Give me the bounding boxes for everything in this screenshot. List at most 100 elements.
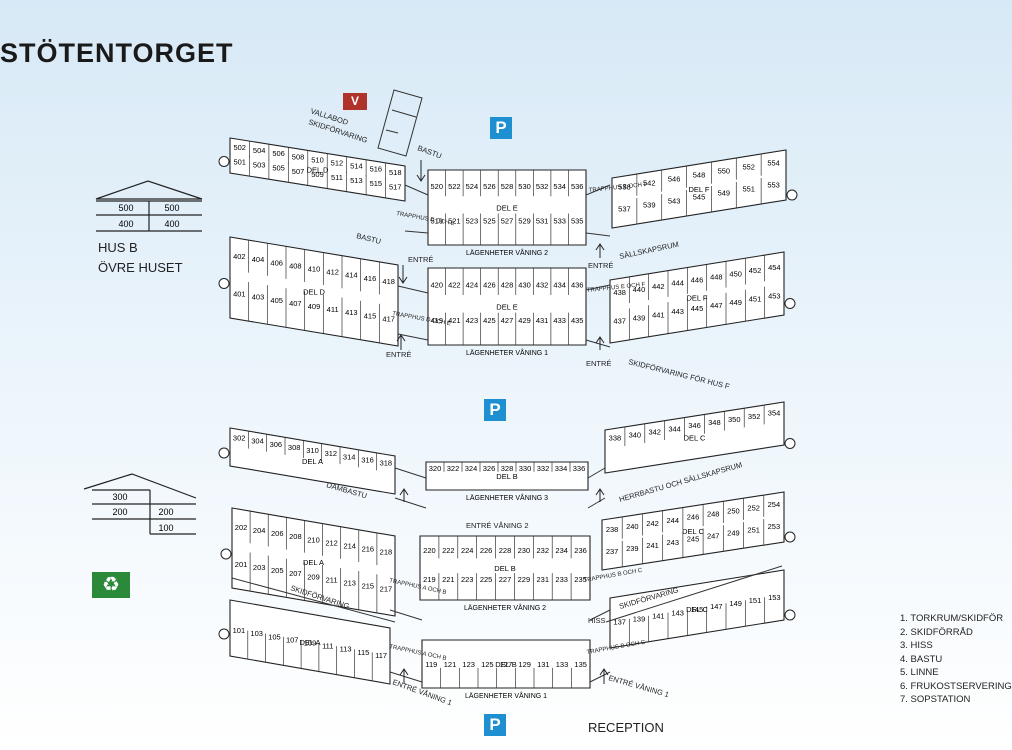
- unit-number: 153: [768, 593, 781, 602]
- unit-number: 530: [518, 182, 531, 191]
- unit-number: 241: [646, 541, 659, 550]
- unit-number: 509: [311, 170, 324, 179]
- parking-icon-middle: P: [484, 399, 506, 421]
- unit-number: 151: [749, 596, 762, 605]
- unit-number: 230: [518, 546, 531, 555]
- unit-number: 536: [571, 182, 584, 191]
- unit-number: 506: [272, 149, 285, 158]
- unit-number: 401: [233, 290, 246, 299]
- ski-rack-icon: [377, 89, 423, 157]
- legend-item: 6. FRUKOSTSERVERING: [900, 680, 1012, 692]
- unit-number: 438: [613, 288, 626, 297]
- hus-a-floor: 200: [112, 507, 127, 517]
- unit-number: 232: [537, 546, 550, 555]
- unit-number: 553: [767, 181, 780, 190]
- unit-number: 242: [646, 519, 659, 528]
- stair-circle: [220, 548, 232, 560]
- unit-number: 219: [423, 575, 436, 584]
- unit-number: 514: [350, 162, 363, 171]
- unit-number: 532: [536, 182, 549, 191]
- unit-number: 511: [331, 173, 343, 182]
- unit-number: 127: [500, 660, 513, 669]
- building-outline: [421, 639, 591, 689]
- unit-number: 143: [671, 608, 684, 617]
- entre-label: ENTRÉ: [588, 261, 613, 270]
- entre-label: ENTRÉ: [386, 350, 411, 359]
- unit-number: 227: [499, 575, 512, 584]
- unit-number: 507: [292, 167, 305, 176]
- unit-number: 550: [718, 167, 731, 176]
- unit-number: 201: [235, 560, 248, 569]
- unit-number: 233: [555, 575, 568, 584]
- unit-number: 224: [461, 546, 474, 555]
- recycle-icon: ♻: [92, 572, 130, 598]
- unit-number: 121: [444, 660, 457, 669]
- hus-b-sublabel: ÖVRE HUSET: [98, 260, 183, 275]
- floor-caption: LÄGENHETER VÅNING 2: [466, 248, 548, 257]
- unit-number: 330: [519, 464, 532, 473]
- unit-number: 322: [447, 464, 460, 473]
- unit-number: 517: [389, 182, 402, 191]
- unit-number: 348: [708, 418, 721, 427]
- sallskap-label: SÄLLSKAPSRUM: [619, 240, 680, 261]
- hiss-label: HISS: [588, 616, 606, 625]
- hus-a-floor: 200: [158, 507, 173, 517]
- unit-number: 423: [466, 316, 479, 325]
- unit-number: 239: [626, 544, 639, 553]
- unit-number: 332: [537, 464, 550, 473]
- building-name: DEL A: [300, 638, 321, 647]
- unit-number: 304: [251, 437, 264, 446]
- legend-item: 5. LINNE: [900, 667, 939, 678]
- unit-number: 249: [727, 528, 740, 537]
- unit-number: 229: [518, 575, 531, 584]
- unit-number: 524: [466, 182, 479, 191]
- unit-number: 504: [253, 146, 266, 155]
- unit-number: 543: [668, 197, 681, 206]
- unit-number: 520: [431, 182, 444, 191]
- unit-number: 542: [643, 179, 656, 188]
- hus-b-floor: 400: [118, 219, 133, 229]
- unit-number: 422: [448, 281, 461, 290]
- unit-number: 432: [536, 281, 549, 290]
- unit-number: 107: [286, 635, 299, 644]
- unit-number: 416: [364, 274, 377, 283]
- unit-number: 316: [361, 455, 374, 464]
- building-name: DEL C: [682, 527, 704, 536]
- unit-number: 521: [448, 217, 461, 226]
- unit-number: 336: [573, 464, 586, 473]
- unit-number: 551: [742, 185, 755, 194]
- building-name: DEL C: [686, 605, 708, 614]
- building-name: DEL B: [494, 564, 515, 573]
- unit-number: 308: [288, 443, 301, 452]
- page-title: STÖTENTORGET: [0, 38, 234, 68]
- unit-number: 103: [250, 629, 263, 638]
- unit-number: 221: [442, 575, 455, 584]
- unit-number: 434: [553, 281, 566, 290]
- unit-number: 234: [555, 546, 568, 555]
- unit-number: 453: [768, 292, 781, 301]
- unit-number: 207: [289, 569, 302, 578]
- unit-number: 205: [271, 566, 284, 575]
- unit-number: 552: [742, 163, 755, 172]
- unit-number: 123: [462, 660, 475, 669]
- unit-number: 516: [370, 165, 383, 174]
- legend-item: 2. SKIDFÖRRÅD: [900, 626, 973, 638]
- unit-number: 135: [574, 660, 587, 669]
- unit-number: 101: [233, 626, 246, 635]
- unit-number: 248: [707, 510, 720, 519]
- unit-number: 240: [626, 522, 639, 531]
- unit-number: 350: [728, 415, 741, 424]
- floor-caption: LÄGENHETER VÅNING 1: [466, 348, 548, 357]
- unit-number: 252: [747, 503, 760, 512]
- stair-circle: [784, 438, 796, 449]
- unit-number: 503: [253, 161, 266, 170]
- unit-number: 529: [518, 217, 531, 226]
- parking-icon-top: P: [490, 117, 512, 139]
- unit-number: 528: [501, 182, 514, 191]
- unit-number: 208: [289, 532, 302, 541]
